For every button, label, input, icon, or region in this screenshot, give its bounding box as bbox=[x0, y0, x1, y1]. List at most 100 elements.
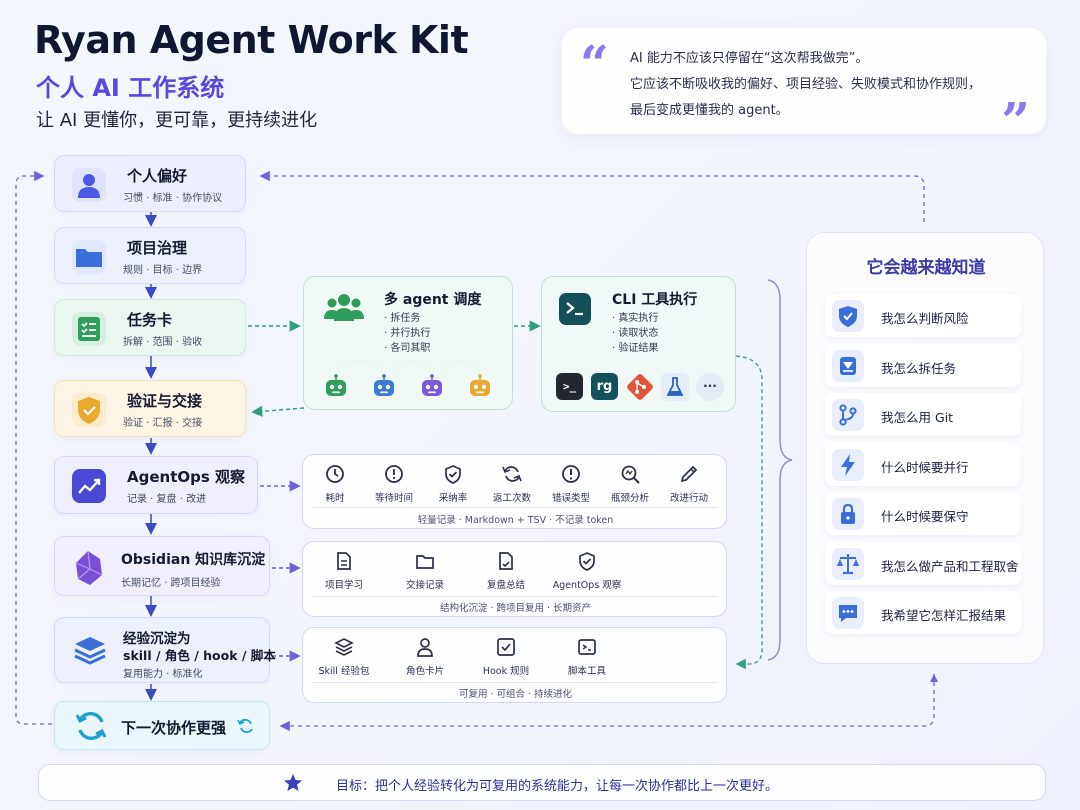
item-label: AgentOps 观察 bbox=[552, 580, 622, 591]
knows-item-label: 我怎么拆任务 bbox=[881, 360, 957, 376]
knows-item: 我怎么用 Git bbox=[825, 393, 1021, 436]
step-title: 项目治理 bbox=[127, 239, 188, 257]
knows-item-label: 什么时候要并行 bbox=[881, 459, 969, 475]
metric-time-icon bbox=[326, 465, 344, 483]
goal-bar: 目标：把个人经验转化为可复用的系统能力，让每一次协作都比上一次更好。 bbox=[38, 764, 1046, 801]
item-label: 角色卡片 bbox=[405, 666, 444, 677]
item-label: 错误类型 bbox=[551, 493, 590, 504]
step-task-card: 任务卡 拆解 · 范围 · 验收 bbox=[54, 299, 246, 356]
right-brace bbox=[767, 279, 793, 661]
lightning-icon bbox=[832, 448, 864, 481]
step-subtitle: 复用能力 · 标准化 bbox=[123, 669, 203, 680]
layers-icon bbox=[72, 633, 106, 667]
person-icon bbox=[72, 168, 106, 202]
item-label: 耗时 bbox=[325, 493, 345, 504]
more-tool-icon: ··· bbox=[696, 373, 724, 401]
checklist-icon bbox=[72, 312, 106, 346]
sparkle-refresh-icon bbox=[237, 717, 255, 735]
chat-icon bbox=[832, 597, 864, 629]
robot-icon bbox=[326, 374, 346, 396]
bullet: · 各司其职 bbox=[384, 343, 431, 354]
obsidian-agentops: AgentOps 观察 bbox=[552, 550, 622, 591]
step-project-governance: 项目治理 规则 · 目标 · 边界 bbox=[54, 227, 246, 284]
step-title: AgentOps 观察 bbox=[127, 468, 246, 486]
quote-close-icon: ” bbox=[1001, 91, 1030, 150]
item-label: Hook 规则 bbox=[482, 666, 530, 677]
asset-skill-pack: Skill 经验包 bbox=[309, 636, 379, 677]
trend-chart-icon bbox=[72, 469, 106, 503]
page-subtitle: 个人 AI 工作系统 bbox=[36, 74, 225, 102]
step-title: 经验沉淀为 bbox=[123, 631, 191, 647]
quote-line: 最后变成更懂我的 agent。 bbox=[630, 103, 789, 118]
top-loop-arrow bbox=[259, 170, 925, 222]
step-experience-assets: 经验沉淀为 skill / 角色 / hook / 脚本 复用能力 · 标准化 bbox=[54, 617, 276, 683]
item-label: 项目学习 bbox=[324, 580, 363, 591]
metric-wait: 等待时间 bbox=[359, 463, 429, 504]
knows-item-label: 什么时候要保守 bbox=[881, 509, 969, 524]
knows-item: 我怎么判断风险 bbox=[825, 294, 1021, 337]
quote-line: 它应该不断吸收我的偏好、项目经验、失败模式和协作规则， bbox=[630, 77, 982, 92]
git-branch-icon bbox=[832, 399, 864, 431]
obsidian-project-learning-icon bbox=[337, 552, 351, 570]
item-label: 改进行动 bbox=[669, 493, 708, 504]
obsidian-project-learning: 项目学习 bbox=[309, 550, 379, 591]
knows-title: 它会越来越知道 bbox=[866, 258, 986, 278]
shield-check-icon bbox=[832, 300, 864, 332]
metric-rework: 返工次数 bbox=[477, 463, 547, 504]
assets-footnote: 可复用 · 可组合 · 持续进化 bbox=[458, 689, 573, 700]
step-subtitle: 记录 · 复盘 · 改进 bbox=[127, 494, 207, 505]
scale-icon bbox=[832, 547, 864, 580]
folder-icon bbox=[72, 240, 106, 274]
agent-panel-title: 多 agent 调度 bbox=[384, 292, 482, 308]
step-title: Obsidian 知识库沉淀 bbox=[121, 552, 266, 568]
metrics-row: 耗时等待时间采纳率返工次数错误类型瓶颈分析改进行动 bbox=[303, 463, 728, 507]
cli-panel: CLI 工具执行 · 真实执行 · 读取状态 · 验证结果 >_ rg ··· bbox=[541, 276, 736, 412]
cli-panel-bullets: · 真实执行 · 读取状态 · 验证结果 bbox=[612, 311, 658, 356]
git-tool-icon bbox=[626, 373, 654, 405]
terminal-tool-icon: >_ bbox=[556, 373, 583, 400]
step-title-line2: skill / 角色 / hook / 脚本 bbox=[123, 648, 276, 663]
metric-action: 改进行动 bbox=[654, 463, 724, 504]
knows-item-label: 我怎么判断风险 bbox=[881, 311, 969, 326]
agent-panel-bullets: · 拆任务 · 并行执行 · 各司其职 bbox=[384, 311, 430, 356]
asset-skill-pack-icon bbox=[334, 638, 354, 656]
bullet: · 拆任务 bbox=[384, 313, 421, 324]
item-label: 复盘总结 bbox=[486, 580, 525, 591]
knows-item-label: 我希望它怎样汇报结果 bbox=[881, 608, 1007, 623]
step-verify-handoff: 验证与交接 验证 · 汇报 · 交接 bbox=[54, 380, 246, 437]
metric-error-icon bbox=[562, 465, 580, 483]
agentops-metrics-panel: 耗时等待时间采纳率返工次数错误类型瓶颈分析改进行动 轻量记录 · Markdow… bbox=[302, 454, 727, 529]
metric-adopt-icon bbox=[445, 465, 461, 484]
metric-action-icon bbox=[680, 465, 698, 483]
obsidian-gem-icon bbox=[72, 549, 106, 585]
obsidian-agentops-icon bbox=[579, 552, 595, 571]
step-subtitle: 规则 · 目标 · 边界 bbox=[123, 265, 203, 276]
quote-text: AI 能力不应该只停留在“这次帮我做完”。 它应该不断吸收我的偏好、项目经验、失… bbox=[630, 46, 981, 124]
step-title: 下一次协作更强 bbox=[121, 719, 227, 737]
asset-hook-rule-icon bbox=[497, 638, 515, 656]
metric-adopt: 采纳率 bbox=[418, 463, 488, 504]
refresh-icon bbox=[73, 708, 107, 742]
step-subtitle: 拆解 · 范围 · 验收 bbox=[123, 337, 203, 348]
asset-script-tool-icon bbox=[578, 639, 596, 655]
robot-icon bbox=[374, 374, 394, 396]
step-subtitle: 长期记忆 · 跨项目经验 bbox=[121, 578, 221, 589]
bullet: · 并行执行 bbox=[384, 328, 431, 339]
knows-item-label: 我怎么用 Git bbox=[881, 410, 954, 425]
item-label: 等待时间 bbox=[374, 493, 413, 504]
page-title: Ryan Agent Work Kit bbox=[34, 18, 469, 62]
bullet: · 读取状态 bbox=[612, 328, 659, 339]
flask-tool-icon bbox=[661, 373, 689, 401]
knows-item: 什么时候要保守 bbox=[825, 492, 1021, 535]
quote-card: “ AI 能力不应该只停留在“这次帮我做完”。 它应该不断吸收我的偏好、项目经验… bbox=[562, 28, 1046, 150]
bullet: · 验证结果 bbox=[612, 343, 659, 354]
obsidian-footnote: 结构化沉淀 · 跨项目复用 · 长期资产 bbox=[439, 603, 592, 614]
item-label: 采纳率 bbox=[438, 493, 468, 504]
knows-item: 什么时候要并行 bbox=[825, 442, 1021, 486]
robot-row bbox=[320, 373, 500, 403]
bullet: · 真实执行 bbox=[612, 313, 659, 324]
metric-error: 错误类型 bbox=[536, 463, 606, 504]
agent-to-verify-arrow bbox=[251, 405, 305, 417]
